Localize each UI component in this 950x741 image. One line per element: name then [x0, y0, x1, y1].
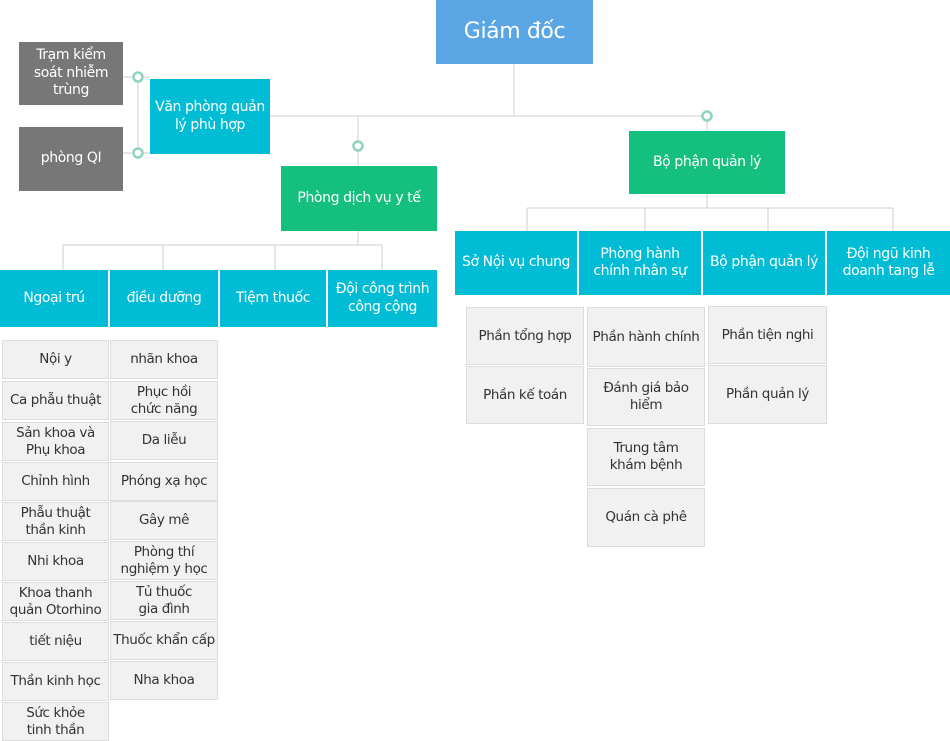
branch-management-dept: Bộ phận quản lý: [703, 231, 825, 295]
branch-label: Tiệm thuốc: [235, 289, 311, 306]
branch-general-affairs: Sở Nội vụ chung: [455, 231, 577, 295]
list-item: Da liễu: [110, 421, 218, 460]
list-item: Phần kế toán: [466, 366, 584, 424]
compliance-office-label: Văn phòng quản lý phù hợp: [155, 99, 265, 133]
medical-services-label: Phòng dịch vụ y tế: [297, 189, 421, 206]
list-item: Đánh giá bảo hiểm: [587, 368, 705, 426]
list-item: Nhi khoa: [2, 542, 109, 581]
branch-label: điều dưỡng: [126, 289, 202, 306]
list-item: Tủ thuốc gia đình: [110, 581, 218, 620]
director-box: Giám đốc: [436, 0, 593, 64]
management-label: Bộ phận quản lý: [652, 153, 762, 170]
list-item: Phần quản lý: [708, 365, 827, 424]
compliance-office-box: Văn phòng quản lý phù hợp: [150, 79, 270, 154]
branch-label: Đội ngũ kinh doanh tang lễ: [842, 245, 935, 280]
list-item: Phòng thí nghiệm y học: [110, 541, 218, 580]
list-item: nhãn khoa: [110, 340, 218, 379]
branch-pharmacy: Tiệm thuốc: [220, 270, 326, 327]
list-item: Phần tổng hợp: [466, 307, 584, 365]
branch-outpatient: Ngoại trú: [0, 270, 108, 327]
qi-box: phòng QI: [19, 127, 123, 191]
list-item: tiết niệu: [2, 622, 109, 661]
branch-funeral-business: Đội ngũ kinh doanh tang lễ: [827, 231, 950, 295]
list-item: Chỉnh hình: [2, 462, 109, 501]
director-label: Giám đốc: [463, 19, 566, 45]
list-item: Phóng xạ học: [110, 462, 218, 501]
branch-label: Ngoại trú: [23, 289, 85, 306]
list-item: Khoa thanh quản Otorhino: [2, 582, 109, 621]
list-item: Nha khoa: [110, 661, 218, 700]
list-item: Phần hành chính: [587, 307, 705, 367]
list-item: Trung tâm khám bệnh: [587, 428, 705, 486]
list-item: Phẫu thuật thần kinh: [2, 502, 109, 541]
list-item: Sức khỏe tinh thần: [2, 702, 109, 741]
qi-label: phòng QI: [40, 150, 102, 167]
branch-hr-admin: Phòng hành chính nhân sự: [579, 231, 701, 295]
list-item: Gây mê: [110, 501, 218, 540]
infection-control-box: Trạm kiểm soát nhiễm trùng: [19, 42, 123, 105]
connector-nodes: [132, 71, 713, 159]
list-item: Phần tiện nghi: [708, 306, 827, 364]
branch-nursing: điều dưỡng: [110, 270, 218, 327]
list-item: Phục hồi chức năng: [110, 381, 218, 420]
medical-services-box: Phòng dịch vụ y tế: [281, 166, 437, 231]
infection-control-label: Trạm kiểm soát nhiễm trùng: [33, 47, 109, 99]
branch-label: Sở Nội vụ chung: [461, 254, 571, 271]
list-item: Quán cà phê: [587, 488, 705, 547]
branch-public-works: Đội công trình công cộng: [328, 270, 437, 327]
list-item: Nội y: [2, 340, 109, 379]
list-item: Sản khoa và Phụ khoa: [2, 422, 109, 461]
list-item: Thần kinh học: [2, 662, 109, 701]
branch-label: Bộ phận quản lý: [709, 254, 819, 271]
list-item: Thuốc khẩn cấp: [110, 621, 218, 660]
branch-label: Phòng hành chính nhân sự: [593, 245, 687, 280]
management-box: Bộ phận quản lý: [629, 131, 785, 194]
branch-label: Đội công trình công cộng: [335, 281, 430, 315]
list-item: Ca phẫu thuật: [2, 381, 109, 420]
